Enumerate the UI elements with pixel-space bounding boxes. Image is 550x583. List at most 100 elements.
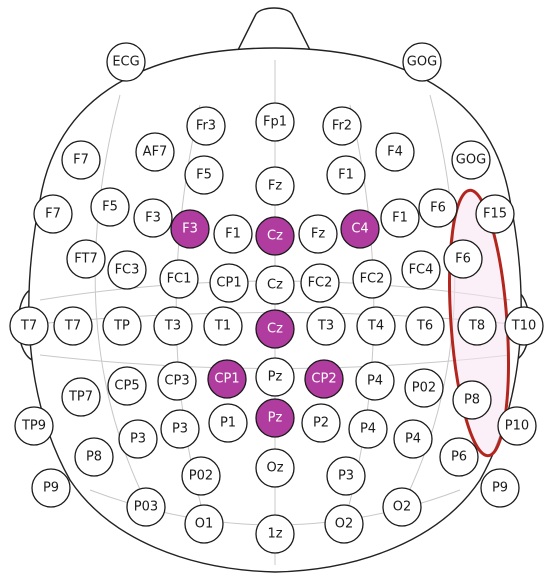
electrode-label: T6 — [416, 319, 433, 334]
electrode-label: T3 — [317, 319, 334, 334]
electrode-f7: F7 — [61, 140, 101, 180]
electrode-circle — [326, 456, 366, 496]
electrode-circle — [356, 306, 396, 346]
electrode-label: T7 — [20, 319, 37, 334]
electrode-circle — [451, 140, 491, 180]
electrode-circle — [452, 380, 492, 420]
electrode-ft7: FT7 — [66, 239, 106, 279]
electrode-label: F3 — [145, 211, 161, 226]
electrode-circle — [9, 306, 49, 346]
electrode-f5: F5 — [90, 187, 130, 227]
electrode-cp1: CP1 — [207, 359, 247, 399]
electrode-label: GOG — [456, 153, 486, 168]
electrode-p3: P3 — [118, 419, 158, 459]
electrode-c4: C4 — [340, 209, 380, 249]
electrode-label: CP3 — [164, 374, 189, 389]
electrode-fr2: Fr2 — [322, 106, 362, 146]
electrode-cp1: CP1 — [209, 263, 249, 303]
electrode-f7: F7 — [33, 194, 73, 234]
electrode-t3: T3 — [306, 306, 346, 346]
electrode-label: F15 — [483, 207, 507, 222]
electrode-circle — [255, 216, 295, 256]
electrode-circle — [153, 306, 193, 346]
electrode-circle — [352, 259, 392, 299]
electrode-circle — [118, 419, 158, 459]
electrode-p3: P3 — [326, 456, 366, 496]
electrode-label: FC3 — [115, 263, 140, 278]
electrode-o2: O2 — [382, 487, 422, 527]
electrode-label: P03 — [134, 500, 158, 515]
nose — [236, 7, 312, 51]
electrode-circle — [255, 265, 295, 305]
electrode-f1: F1 — [213, 214, 253, 254]
electrode-label: P8 — [86, 450, 102, 465]
electrode-circle — [106, 42, 146, 82]
electrode-circle — [184, 504, 224, 544]
electrode-label: Pz — [268, 411, 283, 426]
electrode-label: P8 — [464, 393, 480, 408]
electrode-circle — [457, 306, 497, 346]
electrode-p1: P1 — [208, 403, 248, 443]
electrode-circle — [207, 359, 247, 399]
electrode-label: P9 — [492, 481, 508, 496]
electrode-fp1: Fp1 — [255, 102, 295, 142]
electrode-label: F1 — [392, 211, 408, 226]
electrode-circle — [61, 140, 101, 180]
electrode-circle — [157, 361, 197, 401]
electrode-fc2: FC2 — [352, 259, 392, 299]
electrode-circle — [90, 187, 130, 227]
electrode-label: T3 — [164, 319, 181, 334]
electrode-circle — [306, 306, 346, 346]
electrode-label: F7 — [45, 207, 61, 222]
electrode-circle — [355, 361, 395, 401]
electrode-label: TP — [113, 319, 130, 334]
electrode-circle — [66, 239, 106, 279]
electrode-circle — [504, 306, 544, 346]
electrode-label: Cz — [267, 278, 283, 293]
electrode-cp2: CP2 — [304, 359, 344, 399]
electrode-label: P9 — [43, 481, 59, 496]
electrode-label: Pz — [268, 370, 283, 385]
electrode-f3: F3 — [133, 198, 173, 238]
electrode-oz: Oz — [255, 448, 295, 488]
electrode-tp: TP — [102, 306, 142, 346]
electrode-label: T10 — [511, 319, 536, 334]
electrode-label: P3 — [172, 422, 188, 437]
electrode-label: GOG — [407, 55, 437, 70]
electrode-label: F7 — [73, 153, 89, 168]
electrode-p3: P3 — [160, 409, 200, 449]
electrode-f3: F3 — [170, 209, 210, 249]
electrode-label: Fz — [268, 179, 282, 194]
electrode-circle — [497, 406, 537, 446]
electrode-label: T8 — [468, 319, 485, 334]
electrode-circle — [304, 359, 344, 399]
electrode-gog: GOG — [451, 140, 491, 180]
electrode-circle — [326, 155, 366, 195]
electrode-label: P6 — [451, 450, 467, 465]
electrode-label: Fr3 — [196, 119, 216, 134]
electrode-label: F3 — [182, 222, 198, 237]
electrode-circle — [126, 487, 166, 527]
electrode-circle — [186, 106, 226, 146]
electrode-label: P10 — [505, 419, 529, 434]
electrode-label: P1 — [220, 416, 236, 431]
electrode-label: Fz — [311, 227, 325, 242]
electrode-p9: P9 — [480, 468, 520, 508]
electrode-label: F6 — [455, 252, 471, 267]
electrode-p9: P9 — [31, 468, 71, 508]
electrode-fr3: Fr3 — [186, 106, 226, 146]
electrode-label: 1z — [267, 527, 282, 542]
electrode-circle — [170, 209, 210, 249]
electrode-label: F6 — [430, 201, 446, 216]
electrode-label: FC2 — [360, 272, 385, 287]
electrode-circle — [53, 306, 93, 346]
electrode-o1: O1 — [184, 504, 224, 544]
electrode-circle — [255, 357, 295, 397]
electrode-f5: F5 — [184, 155, 224, 195]
electrode-label: AF7 — [143, 145, 168, 160]
electrode-label: P4 — [367, 374, 383, 389]
electrode-circle — [133, 198, 173, 238]
electrode-f1: F1 — [380, 198, 420, 238]
electrode-cz: Cz — [255, 309, 295, 349]
electrode-label: T1 — [214, 319, 231, 334]
